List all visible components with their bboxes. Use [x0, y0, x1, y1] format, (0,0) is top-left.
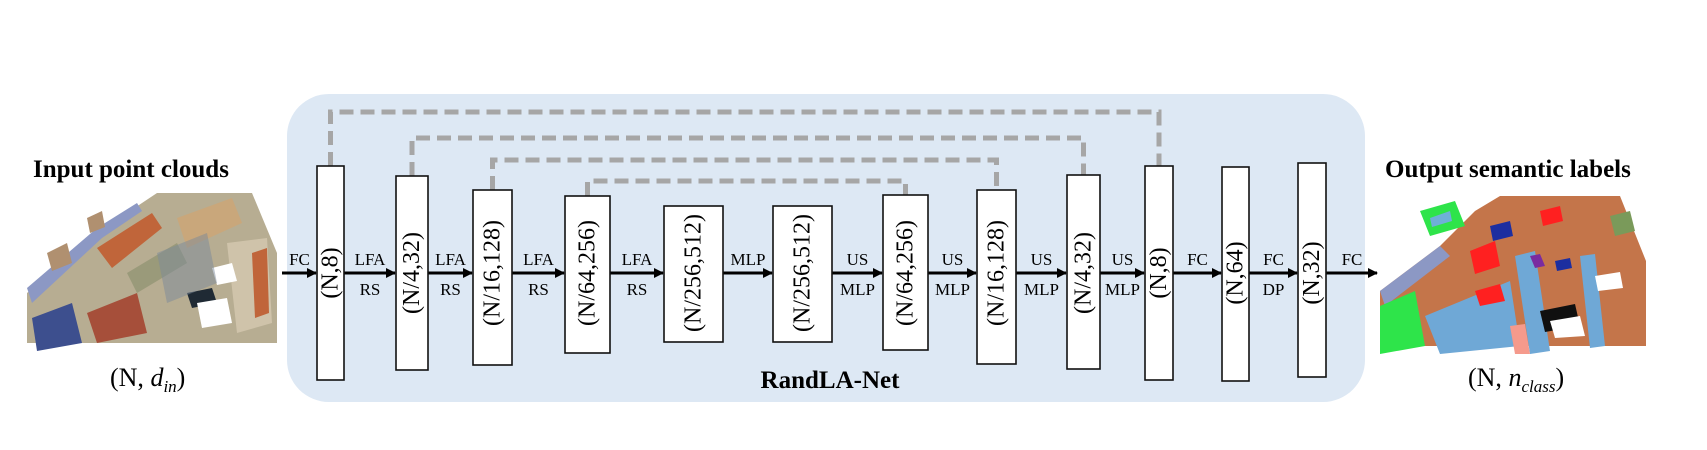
layer-label: (N/64,256): [893, 220, 919, 326]
arrow-op-bottom: RS: [440, 280, 461, 299]
arrow-op-top: LFA: [435, 250, 467, 269]
arrow-op-top: FC: [289, 250, 310, 269]
layer-box-12: [1297, 162, 1327, 378]
output-dimension-label: (N, nclass): [1468, 363, 1565, 396]
layer-label: (N,8): [1146, 247, 1172, 298]
layer-label: (N/256,512): [681, 214, 707, 332]
layer-box-3: [472, 189, 513, 366]
layer-label: (N/256,512): [790, 214, 816, 332]
skip-connection-3: [490, 157, 999, 190]
layer-box-10: [1144, 165, 1174, 381]
layer-label: (N/64,256): [575, 220, 601, 326]
arrow-op-top: US: [942, 250, 964, 269]
layer-box-11: [1221, 166, 1250, 382]
input-dimension-label: (N, din): [110, 363, 186, 396]
layer-label: (N,64): [1223, 241, 1249, 304]
layer-box-4: [564, 195, 611, 354]
input-title: Input point clouds: [33, 156, 229, 183]
arrow-op-bottom: RS: [528, 280, 549, 299]
layer-box-5: [663, 205, 724, 343]
layer-box-6: [772, 205, 833, 343]
arrow-op-bottom: MLP: [1105, 280, 1140, 299]
network-title-wrap: RandLA-Net: [650, 0, 1010, 450]
arrow-op-top: MLP: [731, 250, 766, 269]
output-title: Output semantic labels: [1385, 156, 1631, 183]
layer-box-7: [882, 194, 929, 351]
layer-label: (N/4,32): [399, 232, 425, 314]
arrow-op-top: US: [847, 250, 869, 269]
output-semantic-labels-image: [1380, 196, 1646, 354]
arrow-op-bottom: MLP: [840, 280, 875, 299]
layer-box-9: [1066, 174, 1101, 370]
layer-box-8: [976, 189, 1017, 365]
arrow-op-top: US: [1031, 250, 1053, 269]
arrow-op-top: LFA: [523, 250, 555, 269]
layer-label: (N/4,32): [1071, 232, 1097, 314]
layer-box-1: [316, 165, 345, 381]
layer-label: (N,8): [318, 247, 344, 298]
arrow-op-top: FC: [1263, 250, 1284, 269]
arrow-op-bottom: RS: [627, 280, 648, 299]
network-title: RandLA-Net: [760, 367, 900, 394]
arrow-op-top: FC: [1187, 250, 1208, 269]
layer-label: (N/16,128): [984, 220, 1010, 326]
input-point-cloud-image: [27, 193, 277, 351]
arrow-op-top: LFA: [355, 250, 387, 269]
skip-connection-1: [328, 109, 1162, 166]
arrow-op-top: LFA: [622, 250, 654, 269]
arrow-op-top: US: [1112, 250, 1134, 269]
layer-label: (N,32): [1299, 241, 1325, 304]
arrow-op-bottom: MLP: [1024, 280, 1059, 299]
arrow-op-top: FC: [1342, 250, 1363, 269]
arrow-op-bottom: MLP: [935, 280, 970, 299]
layer-label: (N/16,128): [480, 220, 506, 326]
skip-connection-4: [585, 178, 908, 196]
skip-connection-2: [409, 135, 1086, 176]
arrow-op-bottom: DP: [1263, 280, 1285, 299]
arrow-op-bottom: RS: [360, 280, 381, 299]
layer-box-2: [395, 175, 429, 371]
